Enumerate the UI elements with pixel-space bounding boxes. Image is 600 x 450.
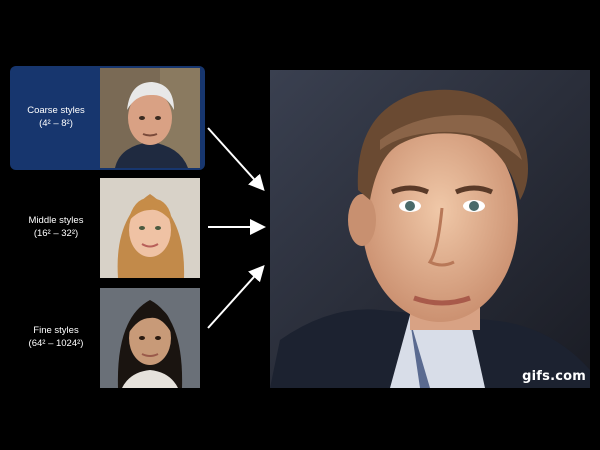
middle-styles-range: (16² – 32²) xyxy=(33,228,79,239)
generated-face-image xyxy=(270,70,590,388)
middle-source-face-image xyxy=(100,178,200,278)
middle-styles-title: Middle styles xyxy=(28,215,84,226)
fine-arrow xyxy=(207,265,265,329)
fine-source-face-image xyxy=(100,288,200,388)
coarse-styles-title: Coarse styles xyxy=(27,105,85,116)
style-mixing-arrows xyxy=(207,127,266,329)
fine-styles-label: Fine styles (64² – 1024²) xyxy=(10,324,102,350)
fine-styles-title: Fine styles xyxy=(33,325,79,336)
gifs-watermark: gifs.com xyxy=(522,369,586,384)
coarse-arrow xyxy=(207,127,265,191)
middle-styles-label: Middle styles (16² – 32²) xyxy=(10,214,102,240)
middle-styles-row: Middle styles (16² – 32²) xyxy=(10,176,205,280)
fine-styles-row: Fine styles (64² – 1024²) xyxy=(10,286,205,390)
coarse-styles-row: Coarse styles (4² – 8²) xyxy=(10,66,205,170)
coarse-source-face-image xyxy=(100,68,200,168)
fine-styles-range: (64² – 1024²) xyxy=(28,338,84,349)
coarse-styles-range: (4² – 8²) xyxy=(39,118,73,129)
coarse-styles-label: Coarse styles (4² – 8²) xyxy=(10,104,102,130)
